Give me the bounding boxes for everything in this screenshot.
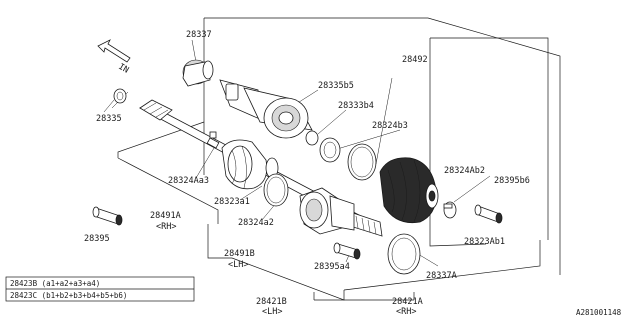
label-28395b6: 28395b6 (494, 176, 530, 186)
part-28335-clip (113, 88, 127, 104)
part-28337-cap (182, 59, 214, 87)
label-28337: 28337 (186, 30, 212, 40)
label-28491B-side: <LH> (228, 260, 248, 270)
kit-legend: 28423B (a1+a2+a3+a4) 28423C (b1+b2+b3+b4… (5, 276, 195, 302)
label-28395: 28395 (84, 234, 110, 244)
label-28324Aa3: 28324Aa3 (168, 176, 209, 186)
label-28492: 28492 (402, 55, 428, 65)
label-28323Ab1: 28323Ab1 (464, 237, 505, 247)
label-28323a1: 28323a1 (214, 197, 250, 207)
label-28324a2: 28324a2 (238, 218, 274, 228)
label-28421B: 28421B (256, 297, 287, 307)
kit-legend-row-1: 28423B (a1+a2+a3+a4) (10, 279, 100, 288)
part-28395-damper (92, 206, 123, 226)
label-28491A-side: <RH> (156, 222, 176, 232)
part-outboard-boot (379, 157, 439, 224)
part-28333b4-ring (319, 137, 341, 163)
part-28324b3-band (347, 143, 377, 181)
part-28335b5-ring (305, 130, 319, 146)
part-28395a4-damper (333, 242, 361, 260)
label-28421B-side: <LH> (262, 307, 282, 317)
kit-legend-row-2: 28423C (b1+b2+b3+b4+b5+b6) (10, 291, 127, 300)
label-28333b4: 28333b4 (338, 101, 374, 111)
label-28337A: 28337A (426, 271, 457, 281)
diagram-code: A281001148 (576, 308, 622, 317)
label-28421A: 28421A (392, 297, 423, 307)
part-outboard-joint-housing (219, 79, 313, 139)
in-direction-arrow-icon (97, 39, 131, 63)
part-28395b6-damper (474, 204, 503, 224)
part-28323a1-ring (263, 173, 289, 207)
label-28491A: 28491A (150, 211, 181, 221)
label-28421A-side: <RH> (396, 307, 416, 317)
label-28395a4: 28395a4 (314, 262, 350, 272)
label-28324b3: 28324b3 (372, 121, 408, 131)
label-28324Ab2: 28324Ab2 (444, 166, 485, 176)
part-inboard-joint-housing (299, 187, 355, 235)
label-28335b5: 28335b5 (318, 81, 354, 91)
in-arrow-label: IN (117, 62, 131, 76)
label-28491B: 28491B (224, 249, 255, 259)
part-28324Ab2-clip (443, 201, 457, 219)
label-28335: 28335 (96, 114, 122, 124)
part-inboard-boot (221, 139, 279, 190)
part-28324Aa3-clip (206, 131, 220, 149)
part-28337A-seal (387, 233, 421, 275)
